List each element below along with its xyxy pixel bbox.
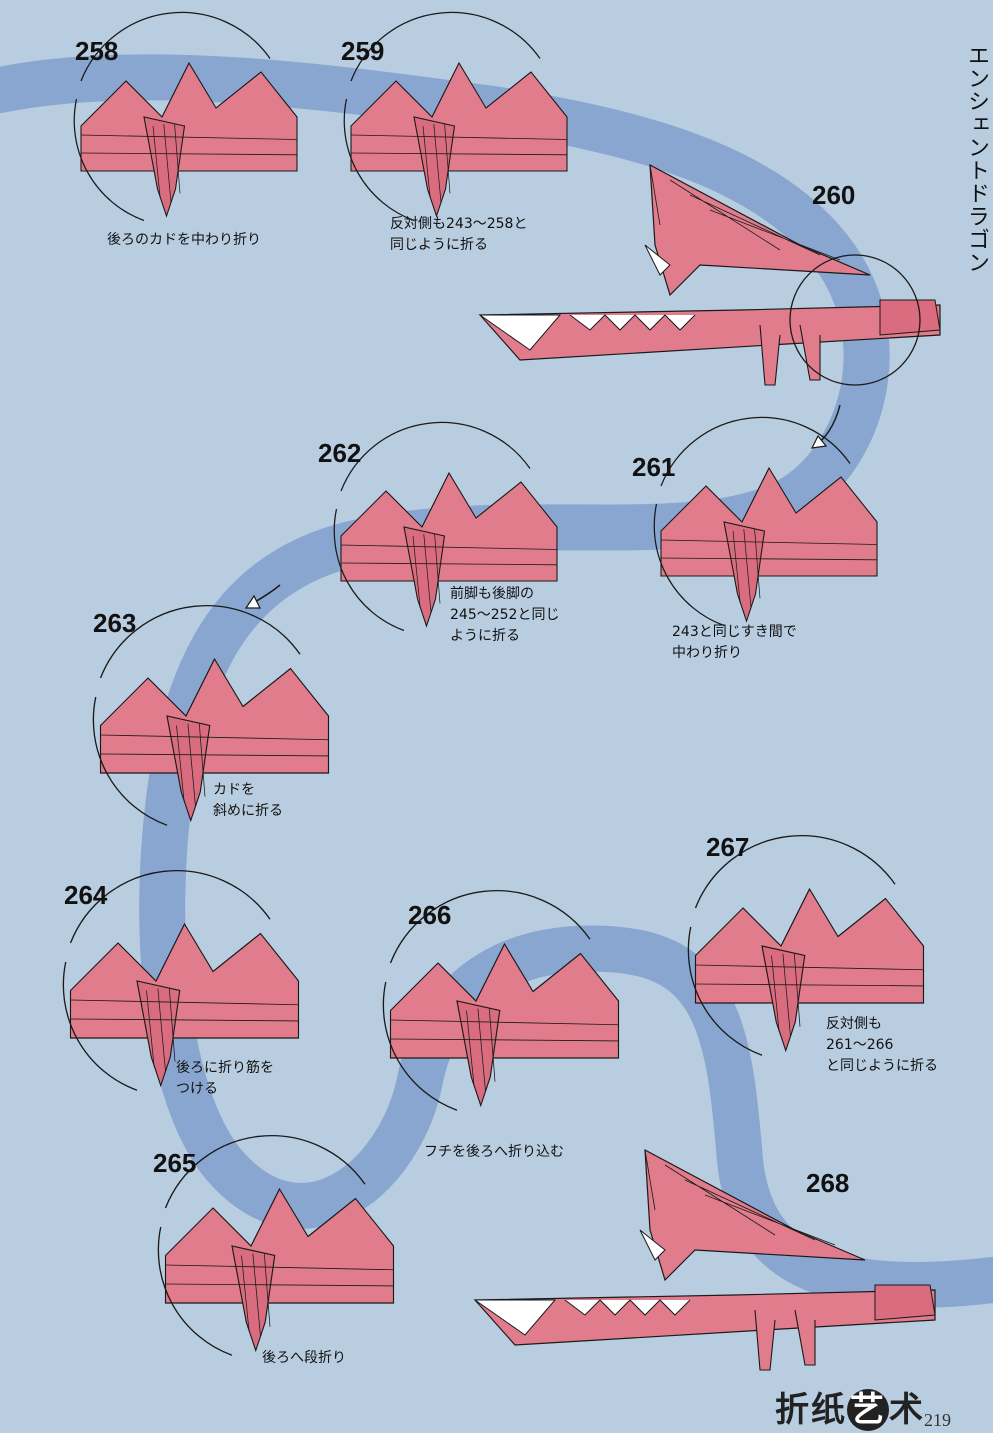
step-number-261: 261 <box>632 452 676 482</box>
step-caption-259: 反対側も243〜258と 同じように折る <box>390 216 528 253</box>
step-caption-261: 243と同じすき間で 中わり折り <box>672 624 797 661</box>
step-number-258: 258 <box>75 36 119 66</box>
step-number-264: 264 <box>64 880 108 910</box>
step-caption-267: 反対側も 261〜266 と同じように折る <box>826 1016 938 1074</box>
step-number-262: 262 <box>318 438 362 468</box>
step-caption-263: カドを 斜めに折る <box>213 782 283 819</box>
step-number-266: 266 <box>408 900 452 930</box>
logo-char-1: 折 <box>775 1390 811 1430</box>
step-number-265: 265 <box>153 1148 197 1178</box>
step-number-267: 267 <box>706 832 750 862</box>
logo-char-2: 纸 <box>811 1390 847 1430</box>
logo: 折纸艺术 <box>775 1382 925 1431</box>
logo-char-4: 术 <box>889 1390 925 1430</box>
page-title: エンシェントドラゴン <box>964 44 989 274</box>
page-number: 219 <box>924 1410 951 1430</box>
logo-char-3: 艺 <box>847 1389 889 1431</box>
step-caption-266: フチを後ろへ折り込む <box>424 1144 564 1160</box>
step-number-260: 260 <box>812 180 856 210</box>
step-caption-258: 後ろのカドを中わり折り <box>107 232 261 248</box>
step-caption-264: 後ろに折り筋を つける <box>176 1060 274 1097</box>
step-caption-262: 前脚も後脚の 245〜252と同じ ように折る <box>450 586 560 644</box>
step-caption-265: 後ろへ段折り <box>262 1350 346 1366</box>
step-number-259: 259 <box>341 36 385 66</box>
step-number-268: 268 <box>806 1168 850 1198</box>
step-number-263: 263 <box>93 608 137 638</box>
